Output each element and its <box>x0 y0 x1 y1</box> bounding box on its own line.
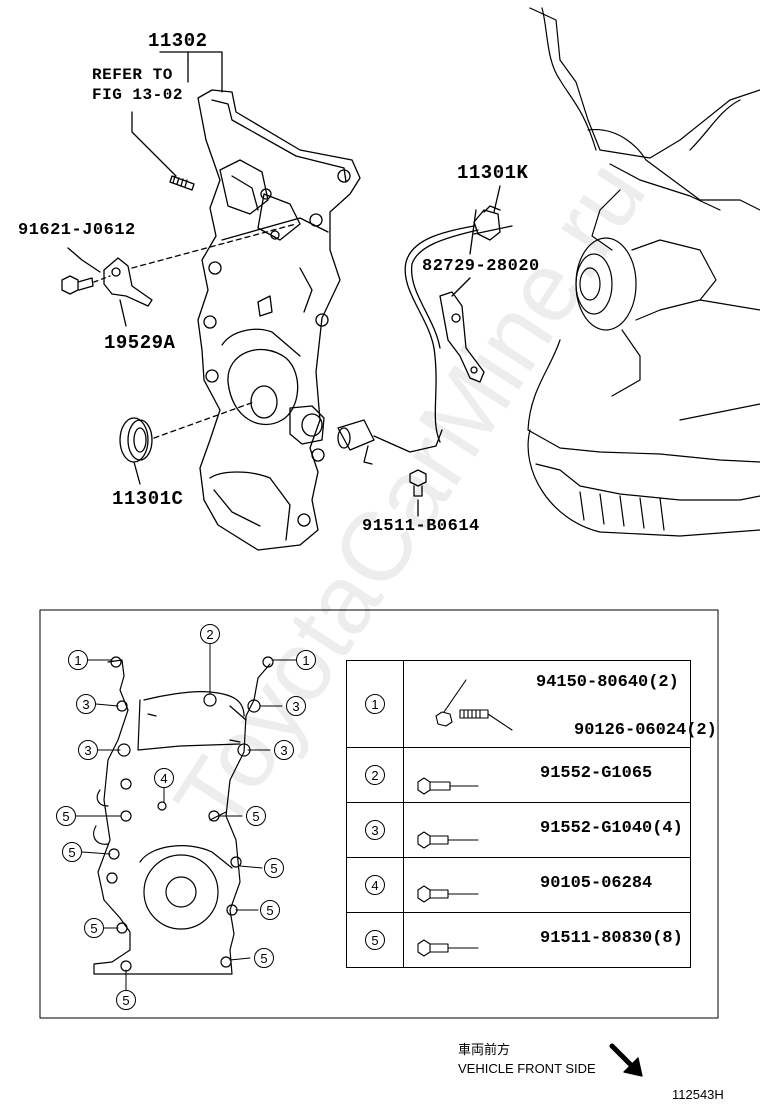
position-marker-5-d: 5 <box>264 858 284 878</box>
position-marker-1-right: 1 <box>296 650 316 670</box>
part-number[interactable]: 91552-G1040(4) <box>540 819 683 838</box>
bolt-table: 1 94150-80640(2) 90126-06024(2) 2 91552-… <box>346 660 717 968</box>
part-number[interactable]: 91511-80830(8) <box>540 929 683 948</box>
table-row: 1 94150-80640(2) 90126-06024(2) <box>346 660 717 748</box>
oil-seal-11301C <box>119 417 153 463</box>
table-row: 2 91552-G1065 <box>346 747 691 803</box>
bracket-19529A <box>103 257 153 307</box>
position-marker-5-c: 5 <box>62 842 82 862</box>
position-marker-4: 4 <box>154 768 174 788</box>
position-marker-5-b: 5 <box>246 806 266 826</box>
bracket-82729 <box>439 291 485 383</box>
table-row: 4 90105-06284 <box>346 857 691 913</box>
callout-91621-J0612[interactable]: 91621-J0612 <box>18 221 136 240</box>
row-key-1: 1 <box>365 694 385 714</box>
position-marker-3-upper-left: 3 <box>76 694 96 714</box>
timing-cover <box>197 89 361 551</box>
position-leaders <box>75 643 297 991</box>
callout-11301K[interactable]: 11301K <box>457 162 529 184</box>
part-number[interactable]: 91552-G1065 <box>540 764 653 783</box>
part-number[interactable]: 90126-06024(2) <box>574 721 717 740</box>
stud-bolt <box>169 175 195 191</box>
position-marker-1-left: 1 <box>68 650 88 670</box>
position-marker-3-upper-right: 3 <box>286 696 306 716</box>
part-number[interactable]: 90105-06284 <box>540 874 653 893</box>
position-marker-2: 2 <box>200 624 220 644</box>
position-marker-5-h: 5 <box>116 990 136 1010</box>
callout-82729-28020[interactable]: 82729-28020 <box>422 257 540 276</box>
figure-id: 112543H <box>672 1087 724 1102</box>
part-number[interactable]: 94150-80640(2) <box>536 673 679 692</box>
vehicle-front-side-jp: 車両前方 <box>458 1042 511 1057</box>
table-row: 3 91552-G1040(4) <box>346 802 691 858</box>
bolt-91511-b0614 <box>409 469 427 497</box>
row-key-2: 2 <box>365 765 385 785</box>
table-row: 5 91511-80830(8) <box>346 912 691 968</box>
callout-11302[interactable]: 11302 <box>148 30 208 52</box>
engine-block <box>527 7 760 537</box>
refer-to-line2[interactable]: FIG 13-02 <box>92 86 183 104</box>
callout-91511-B0614[interactable]: 91511-B0614 <box>362 517 480 536</box>
row-key-5: 5 <box>365 930 385 950</box>
front-arrow-icon <box>609 1043 643 1077</box>
sensor-11301K <box>337 205 513 465</box>
position-marker-5-g: 5 <box>254 948 274 968</box>
refer-to-line1: REFER TO <box>92 66 173 84</box>
vehicle-front-side-label: VEHICLE FRONT SIDE <box>458 1061 596 1076</box>
position-marker-5-a: 5 <box>56 806 76 826</box>
row-key-3: 3 <box>365 820 385 840</box>
callout-11301C[interactable]: 11301C <box>112 488 184 510</box>
row-key-4: 4 <box>365 875 385 895</box>
position-marker-5-e: 5 <box>84 918 104 938</box>
position-marker-5-f: 5 <box>260 900 280 920</box>
position-marker-3-lower-right: 3 <box>274 740 294 760</box>
bolt-91621 <box>61 275 94 295</box>
position-marker-3-lower-left: 3 <box>78 740 98 760</box>
callout-19529A[interactable]: 19529A <box>104 332 176 354</box>
